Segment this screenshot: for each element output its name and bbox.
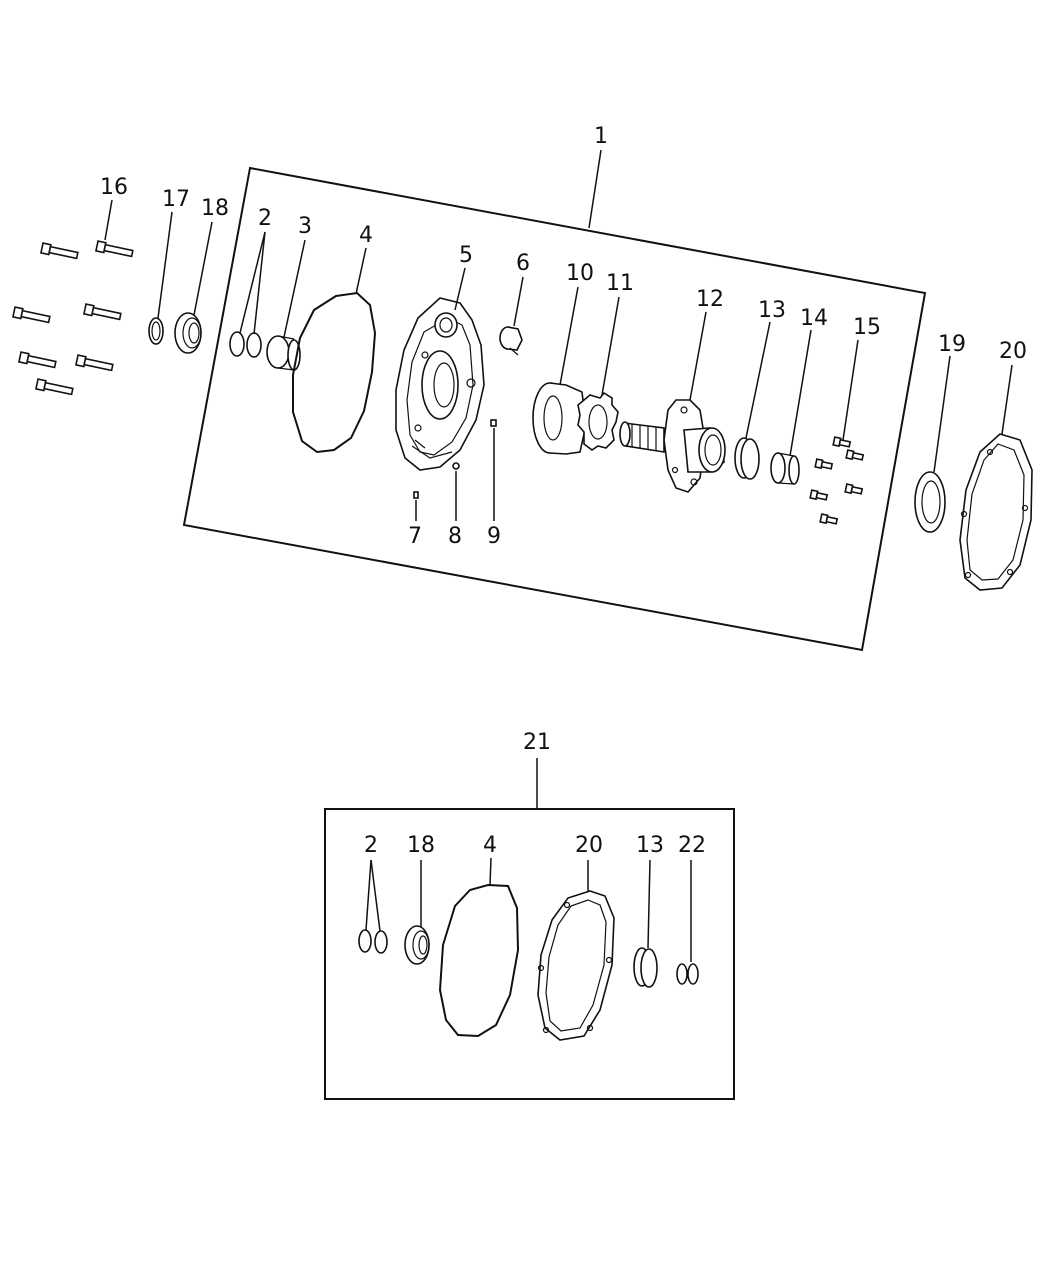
callout-15: 15 [853, 315, 881, 340]
assembly-frame [182, 166, 927, 652]
kit-seal-ring-2b [374, 930, 388, 954]
callout-1: 1 [594, 124, 608, 149]
pump-body-5 [395, 297, 485, 471]
kit-seal-ring-2a [358, 929, 372, 953]
callout-10: 10 [566, 261, 594, 286]
bolt [75, 354, 114, 372]
kit-leader-2a [365, 859, 372, 931]
gasket-20 [959, 433, 1033, 591]
bolt [83, 303, 122, 321]
leader-15 [842, 339, 859, 441]
seal-ring-2a [229, 331, 245, 357]
bolt [35, 378, 74, 396]
kit-callout-2: 2 [364, 833, 378, 858]
leader-10 [559, 286, 579, 386]
bushing-3 [266, 335, 301, 371]
leader-17 [157, 211, 173, 319]
leader-5 [454, 267, 466, 311]
seal-18 [174, 312, 202, 354]
snap-ring-17-inner [151, 321, 161, 341]
kit-callout-18: 18 [407, 833, 435, 858]
kit-leader-4 [489, 857, 492, 886]
leader-4 [355, 247, 367, 295]
valve-6 [499, 326, 523, 356]
kit-leader-13 [647, 859, 651, 949]
leader-2a [239, 231, 266, 334]
kit-o-ring-4 [438, 883, 520, 1038]
callout-20: 20 [999, 339, 1027, 364]
leader-6 [513, 276, 524, 327]
stator-shaft-12 [619, 399, 726, 493]
bolt [40, 242, 79, 260]
leader-3 [283, 239, 306, 338]
bolt [18, 351, 57, 369]
pin-7 [413, 491, 419, 499]
kit-callout-13: 13 [636, 833, 664, 858]
callout-19: 19 [938, 332, 966, 357]
callout-21: 21 [523, 730, 551, 755]
callout-11: 11 [606, 271, 634, 296]
callout-14: 14 [800, 306, 828, 331]
leader-11 [601, 296, 620, 396]
callout-3: 3 [298, 214, 312, 239]
leader-14 [789, 329, 812, 457]
leader-12 [689, 311, 707, 401]
callout-12: 12 [696, 287, 724, 312]
callout-16: 16 [100, 175, 128, 200]
callout-5: 5 [459, 243, 473, 268]
leader-1 [588, 149, 602, 229]
kit-o-ring-22a [676, 963, 688, 985]
kit-callout-22: 22 [678, 833, 706, 858]
callout-7: 7 [408, 524, 422, 549]
inner-gear-11 [577, 391, 619, 451]
bolt [12, 306, 51, 324]
callout-8: 8 [448, 524, 462, 549]
leader-2b [253, 231, 266, 335]
leader-20 [1001, 364, 1013, 435]
callout-18: 18 [201, 196, 229, 221]
seal-kit-frame [324, 808, 735, 1100]
seal-ring-13 [734, 437, 760, 480]
kit-seal-ring-13 [633, 947, 658, 988]
kit-seal-18 [404, 925, 430, 965]
leader-13 [745, 321, 771, 439]
bolt-set-16 [12, 240, 134, 396]
bushing-14 [770, 452, 800, 485]
leader-18 [193, 221, 213, 316]
callout-17: 17 [162, 187, 190, 212]
outer-gear-10 [532, 382, 587, 455]
kit-callout-20: 20 [575, 833, 603, 858]
callout-2: 2 [258, 206, 272, 231]
o-ring-4 [292, 291, 377, 454]
kit-callout-4: 4 [483, 833, 497, 858]
seal-ring-2b [246, 332, 262, 358]
leader-16 [104, 199, 113, 241]
ball-8 [452, 462, 460, 470]
callout-13: 13 [758, 298, 786, 323]
plug-9 [490, 419, 497, 427]
kit-leader-2b [370, 859, 381, 932]
bolt-set-15 [809, 436, 865, 525]
callout-9: 9 [487, 524, 501, 549]
thrust-washer-19 [914, 471, 946, 533]
callout-6: 6 [516, 251, 530, 276]
snap-ring-17 [148, 317, 164, 345]
kit-gasket-20 [537, 890, 615, 1041]
bolt [95, 240, 134, 258]
kit-o-ring-22b [687, 963, 699, 985]
leader-19 [933, 355, 951, 473]
callout-4: 4 [359, 223, 373, 248]
